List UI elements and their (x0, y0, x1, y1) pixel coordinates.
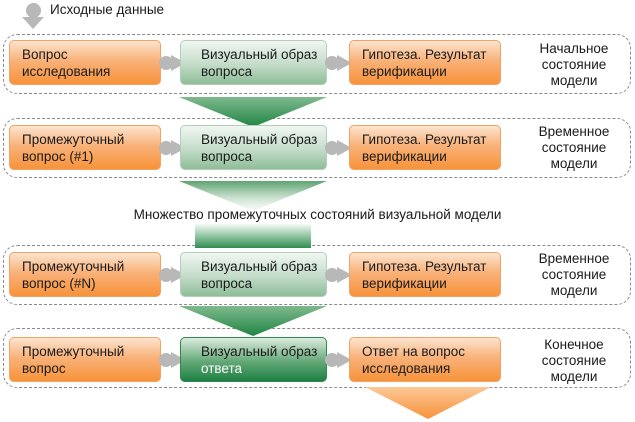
down-arrow-1 (179, 97, 327, 127)
row4-visual-line1: Визуальный образ (201, 344, 318, 359)
row4-visual-line2: ответа (201, 361, 243, 376)
row3-visual-box: Визуальный образ вопроса (180, 252, 327, 297)
down-arrow-4 (179, 306, 327, 336)
row3-result-box: Гипотеза. Результат верификации (349, 252, 501, 297)
row3-connector-2 (325, 267, 352, 283)
row2-result-line2: верификации (362, 149, 447, 164)
row3-connector-1 (159, 267, 186, 283)
row3-question-line2: вопрос (#N) (22, 276, 96, 291)
row2-state-label: Временное состояние модели (538, 124, 610, 171)
row3-state-label: Временное состояние модели (538, 251, 610, 298)
row-frame-intermediate-n (3, 245, 631, 305)
input-arrow-head (22, 17, 44, 29)
row4-question-box: Промежуточный вопрос (9, 337, 161, 382)
row2-question-line1: Промежуточный (22, 132, 125, 147)
row3-visual-line1: Визуальный образ (201, 259, 318, 274)
row3-visual-line2: вопроса (201, 276, 253, 291)
row4-result-line2: исследования (362, 361, 451, 376)
row1-question-box: Вопрос исследования (9, 40, 161, 85)
row2-result-box: Гипотеза. Результат верификации (349, 125, 501, 170)
row2-visual-box: Визуальный образ вопроса (180, 125, 327, 170)
row3-result-line2: верификации (362, 276, 447, 291)
row-frame-initial (3, 34, 631, 94)
row4-visual-box: Визуальный образ ответа (180, 337, 327, 382)
row3-question-line1: Промежуточный (22, 259, 125, 274)
intermediate-states-label: Множество промежуточных состояний визуал… (133, 207, 502, 222)
down-arrow-2 (179, 181, 327, 211)
row2-connector-1 (159, 140, 186, 156)
row3-result-line1: Гипотеза. Результат (362, 259, 487, 274)
row3-question-box: Промежуточный вопрос (#N) (9, 252, 161, 297)
row1-visual-line2: вопроса (201, 64, 253, 79)
input-arrow-circle (26, 3, 41, 18)
row-frame-final (3, 328, 631, 388)
row1-state-label: Начальное состояние модели (539, 41, 609, 88)
row1-visual-line1: Визуальный образ (201, 47, 318, 62)
row1-result-box: Гипотеза. Результат верификации (349, 40, 501, 85)
row4-question-line2: вопрос (22, 361, 66, 376)
row1-result-line2: верификации (362, 64, 447, 79)
output-arrow (365, 387, 491, 419)
row4-result-line1: Ответ на вопрос (362, 344, 466, 359)
down-arrow-3 (195, 224, 311, 248)
row4-result-box: Ответ на вопрос исследования (349, 337, 501, 382)
row2-visual-line1: Визуальный образ (201, 132, 318, 147)
row1-question-line1: Вопрос (22, 47, 68, 62)
row4-state-label: Конечное состояние модели (541, 337, 607, 384)
row4-connector-2 (325, 352, 352, 368)
row2-result-line1: Гипотеза. Результат (362, 132, 487, 147)
row2-question-line2: вопрос (#1) (22, 149, 94, 164)
row1-connector-2 (325, 55, 352, 71)
row2-connector-2 (325, 140, 352, 156)
row2-question-box: Промежуточный вопрос (#1) (9, 125, 161, 170)
row2-visual-line2: вопроса (201, 149, 253, 164)
row1-result-line1: Гипотеза. Результат (362, 47, 487, 62)
row4-question-line1: Промежуточный (22, 344, 125, 359)
row1-question-line2: исследования (22, 64, 111, 79)
input-data-label: Исходные данные (50, 2, 165, 17)
row1-visual-box: Визуальный образ вопроса (180, 40, 327, 85)
row-frame-intermediate-1 (3, 118, 631, 178)
row1-connector-1 (159, 55, 186, 71)
row4-connector-1 (159, 352, 186, 368)
